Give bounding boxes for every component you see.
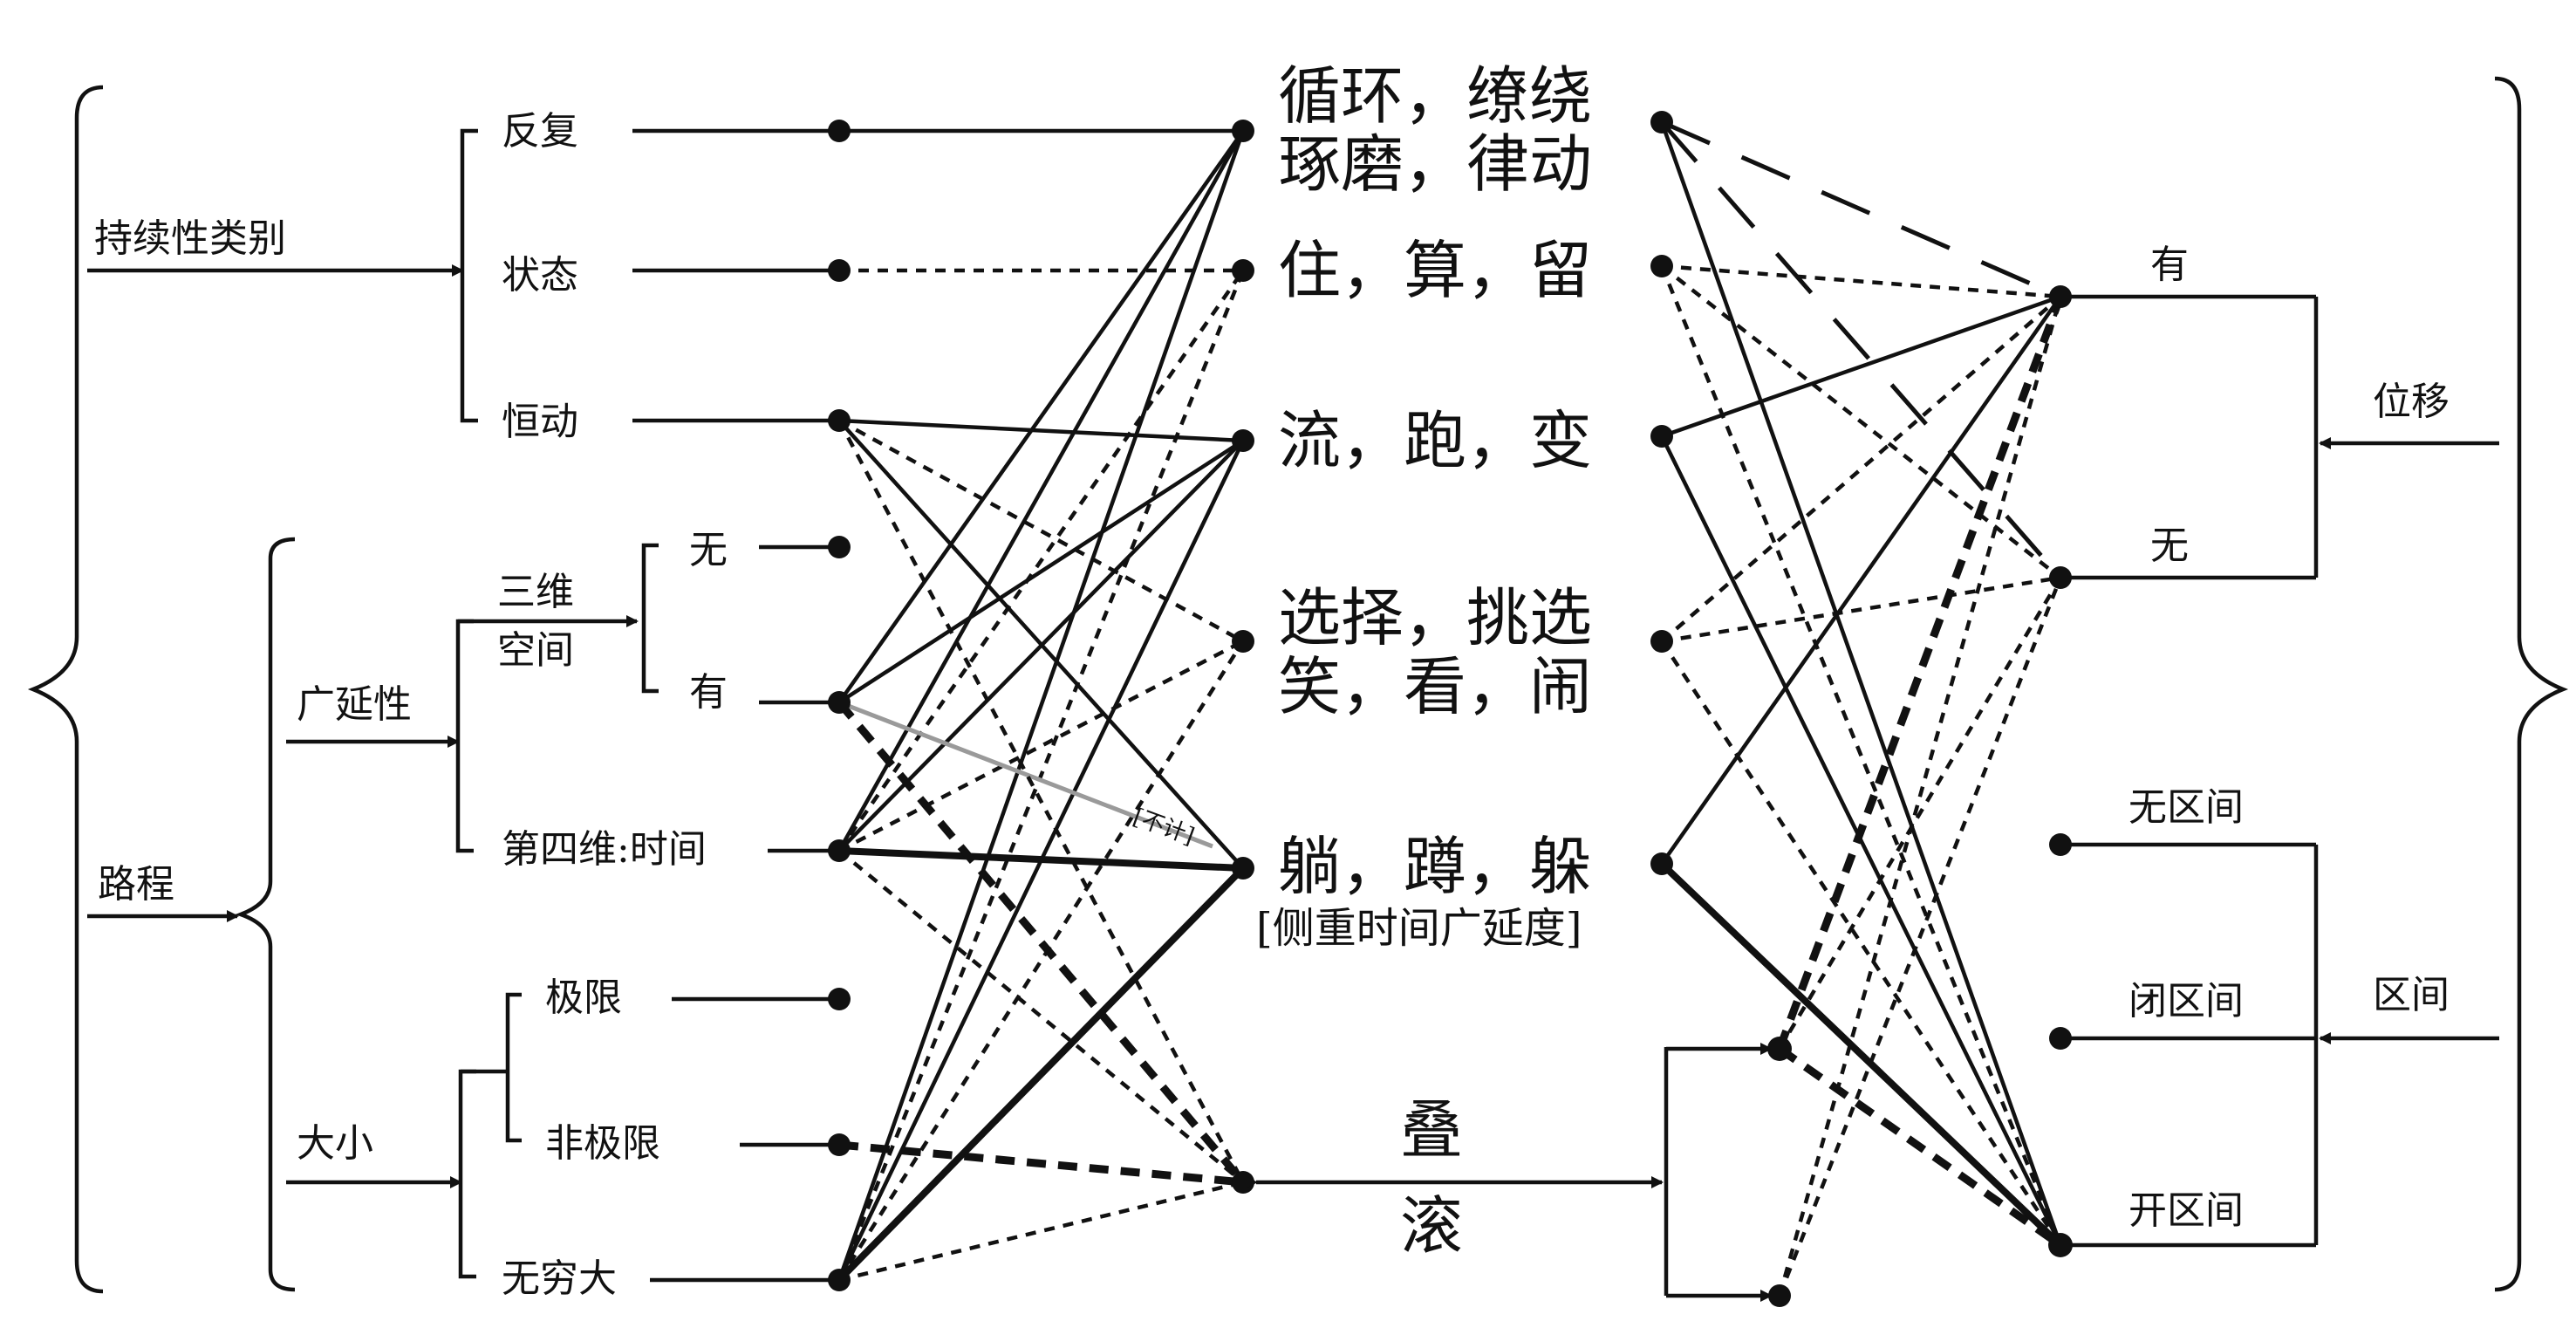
interval-title: 区间 <box>2373 973 2450 1017</box>
interval-item-open: 开区间 <box>2128 1188 2244 1233</box>
interval-item-none: 无区间 <box>2128 785 2244 830</box>
space-bracket <box>641 543 659 694</box>
left-outer-brace <box>27 85 104 1294</box>
size-sub-bracket <box>505 992 522 1143</box>
verb-group-3: 流，跑，变 <box>1278 404 1592 477</box>
middle-to-right-links <box>1659 120 2065 1297</box>
roll-label: 滚 <box>1400 1189 1463 1263</box>
displacement-title: 位移 <box>2373 380 2450 424</box>
persistence-item-state: 状态 <box>502 253 578 298</box>
space-title-top: 三维 <box>497 570 574 614</box>
size-item-limit: 极限 <box>545 975 622 1020</box>
gray-note: [不计] <box>1130 804 1198 850</box>
space-item-none: 无 <box>689 528 728 572</box>
time-dimension-label: 第四维:时间 <box>502 827 707 872</box>
size-bracket <box>458 1069 476 1279</box>
verb-group-1-line2: 琢磨，律动 <box>1278 127 1592 201</box>
right-outer-brace <box>2494 76 2569 1292</box>
size-item-infinite: 无穷大 <box>502 1256 617 1301</box>
overlap-label: 叠 <box>1400 1093 1463 1167</box>
left-dots <box>828 120 851 1291</box>
middle-right-dots <box>1650 111 1792 1307</box>
verb-group-5-note: [侧重时间广延度] <box>1256 904 1582 953</box>
extension-title: 广延性 <box>297 682 412 727</box>
verb-group-4-line1: 选择，挑选 <box>1278 581 1592 654</box>
size-item-non-limit: 非极限 <box>545 1121 660 1166</box>
verb-group-2: 住，算，留 <box>1278 234 1592 307</box>
verb-group-4-line2: 笑，看，闹 <box>1278 650 1592 723</box>
persistence-item-repeat: 反复 <box>502 109 578 154</box>
space-item-has: 有 <box>689 670 728 715</box>
size-title: 大小 <box>297 1121 373 1166</box>
path-title: 路程 <box>98 862 174 907</box>
right-dots <box>2048 285 2073 1257</box>
interval-item-closed: 闭区间 <box>2128 979 2244 1023</box>
persistence-item-constant-motion: 恒动 <box>502 400 578 444</box>
displacement-item-none: 无 <box>2150 524 2189 568</box>
verb-group-1-line1: 循环，缭绕 <box>1278 59 1592 133</box>
left-to-middle-links <box>836 128 1247 1283</box>
path-brace <box>235 537 296 1292</box>
verb-group-5: 躺，蹲，躲 <box>1278 830 1592 903</box>
persistence-title: 持续性类别 <box>94 216 286 261</box>
extension-bracket <box>455 619 474 853</box>
persistence-bracket <box>460 128 478 423</box>
middle-left-dots <box>1232 120 1254 1194</box>
space-title-bottom: 空间 <box>497 628 574 673</box>
displacement-item-has: 有 <box>2150 243 2189 287</box>
